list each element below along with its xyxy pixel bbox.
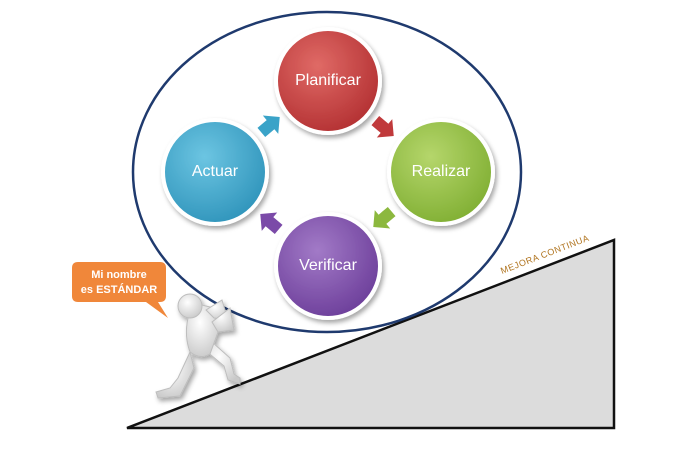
node-planificar-label: Planificar	[295, 72, 361, 89]
pushing-figure	[155, 293, 241, 399]
speech-bubble-line1: Mi nombre	[91, 269, 147, 281]
arrow-plan-to-do	[371, 115, 394, 138]
node-realizar	[387, 118, 495, 226]
node-verificar	[274, 212, 382, 320]
arrow-act-to-plan	[257, 115, 280, 138]
arrow-check-to-act	[260, 212, 283, 235]
node-actuar	[161, 118, 269, 226]
slope-triangle	[126, 238, 616, 430]
speech-bubble-line2: es ESTÁNDAR	[81, 283, 157, 296]
node-actuar-label: Actuar	[192, 163, 239, 180]
cycle-ring	[131, 10, 523, 334]
speech-bubble: Mi nombre es ESTÁNDAR	[72, 262, 168, 318]
node-verificar-label: Verificar	[299, 257, 357, 274]
node-realizar-label: Realizar	[412, 163, 471, 180]
node-planificar	[274, 27, 382, 135]
arrow-do-to-check	[373, 206, 396, 229]
